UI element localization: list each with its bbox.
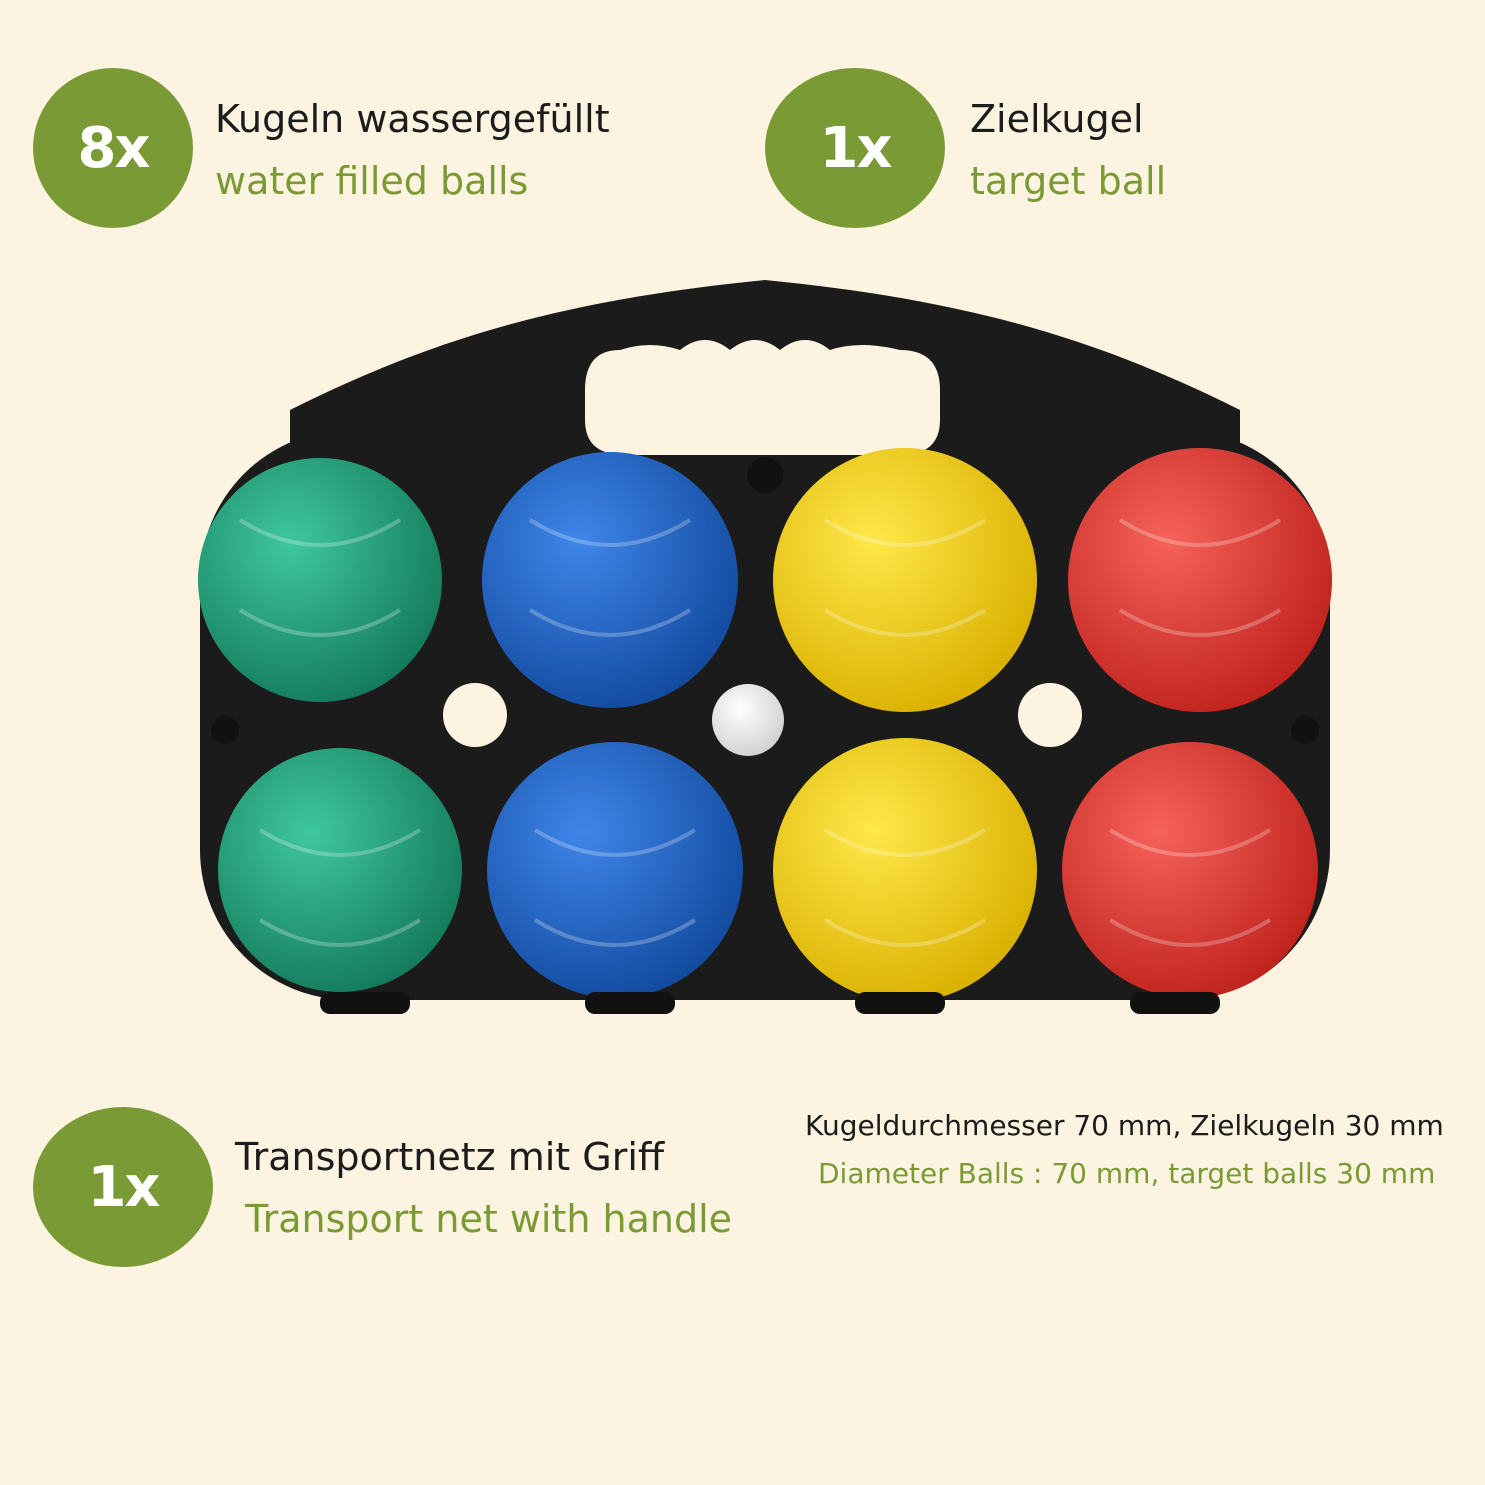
- count-badge-balls-text: 8x: [77, 115, 150, 181]
- ball-top-yellow: [773, 448, 1037, 712]
- carrier-handle: [585, 340, 940, 455]
- ball-top-red: [1068, 448, 1332, 712]
- spec-diameter-en: Diameter Balls : 70 mm, target balls 30 …: [818, 1157, 1436, 1190]
- carrier-pegs: [211, 457, 1319, 744]
- product-image: [198, 280, 1332, 1014]
- ball-bottom-yellow: [773, 738, 1037, 1002]
- ball-bottom-red: [1062, 742, 1318, 998]
- feature-target-ball-title-de: Zielkugel: [970, 97, 1144, 141]
- count-badge-transport-net-text: 1x: [87, 1154, 160, 1220]
- count-badge-target-ball: 1x: [765, 68, 945, 228]
- feature-transport-net-title-en: Transport net with handle: [245, 1197, 733, 1241]
- spec-diameter-de: Kugeldurchmesser 70 mm, Zielkugeln 30 mm: [805, 1109, 1444, 1142]
- ball-grooves: [238, 518, 1282, 947]
- ball-top-blue: [482, 452, 738, 708]
- count-badge-transport-net: 1x: [33, 1107, 213, 1267]
- ball-top-green: [198, 458, 442, 702]
- feature-transport-net-title-de: Transportnetz mit Griff: [235, 1135, 665, 1179]
- feature-target-ball-title-en: target ball: [970, 159, 1167, 203]
- ball-bottom-green: [218, 748, 462, 992]
- feature-balls-title-de: Kugeln wassergefüllt: [215, 97, 610, 141]
- target-ball-white: [712, 684, 784, 756]
- count-badge-balls: 8x: [33, 68, 193, 228]
- carrier-holes: [443, 683, 1082, 747]
- count-badge-target-ball-text: 1x: [819, 115, 892, 181]
- carrier-feet: [320, 992, 1220, 1014]
- ball-bottom-blue: [487, 742, 743, 998]
- feature-balls-title-en: water filled balls: [215, 159, 529, 203]
